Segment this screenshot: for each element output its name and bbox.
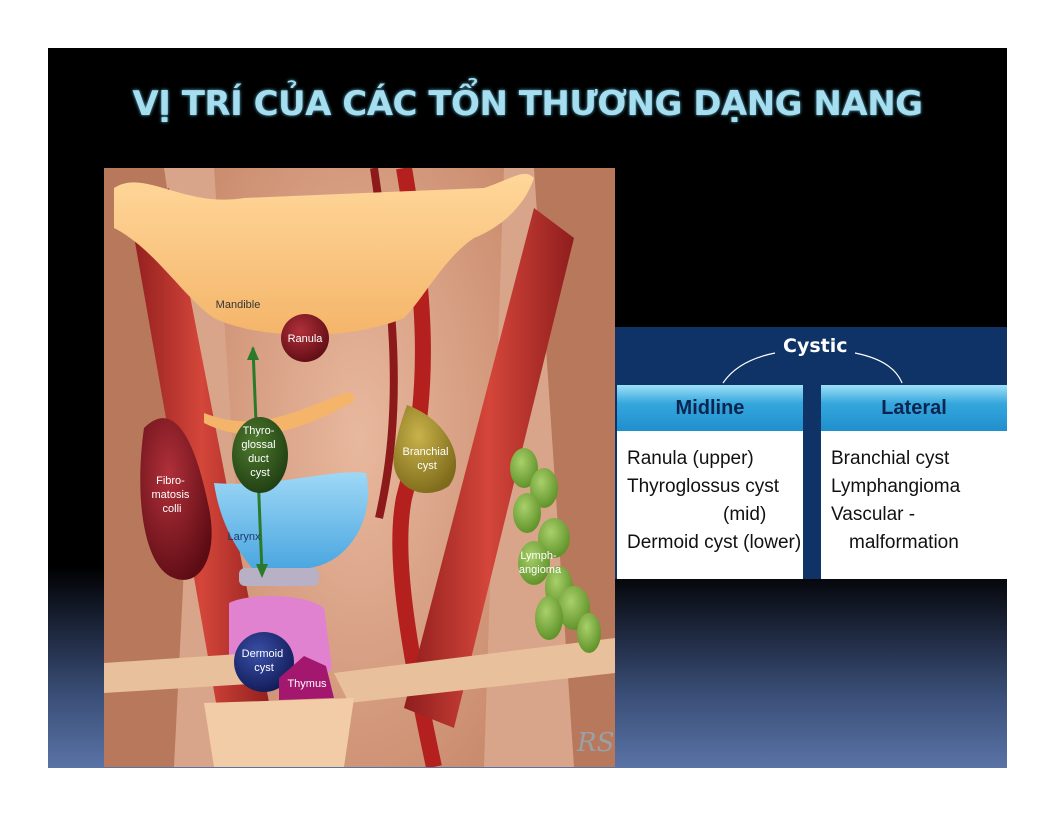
branchial-cyst [393, 405, 457, 494]
classification-panel: Cystic Midline Ranula (upper) Thyrogloss… [615, 327, 1007, 579]
sternum [204, 698, 354, 767]
midline-column: Midline Ranula (upper) Thyroglossus cyst… [617, 385, 803, 579]
tract-arrow-bottom [256, 564, 268, 578]
lateral-list: Branchial cyst Lymphangioma Vascular - m… [831, 445, 960, 557]
label-dermoid: Dermoid cyst [242, 648, 287, 674]
list-item: Vascular - [831, 504, 916, 525]
trachea-ring [239, 568, 319, 586]
connector-left [722, 352, 776, 384]
label-thyroglossal: Thyro- glossal duct cyst [241, 425, 278, 479]
list-item: (mid) [723, 504, 767, 525]
label-ranula: Ranula [288, 333, 324, 345]
tree-connectors [722, 352, 903, 384]
list-item: Ranula (upper) [627, 448, 754, 469]
label-larynx: Larynx [227, 531, 261, 543]
list-item: Lymphangioma [831, 476, 961, 497]
midline-header: Midline [617, 385, 803, 431]
list-item: Dermoid cyst (lower) [627, 532, 802, 553]
label-mandible: Mandible [216, 299, 261, 311]
larynx-cartilage [214, 472, 369, 570]
label-fibromatosis: Fibro- matosis colli [152, 475, 193, 515]
list-item: Branchial cyst [831, 448, 950, 469]
neck-anatomy-svg: Mandible Ranula Thyro- glossal duct cyst… [104, 168, 615, 767]
fibromatosis-colli [140, 418, 212, 580]
thymus [279, 656, 334, 700]
label-lymphangioma: Lymph- angioma [519, 550, 562, 576]
lateral-header: Lateral [821, 385, 1007, 431]
lateral-column: Lateral Branchial cyst Lymphangioma Vasc… [821, 385, 1007, 579]
lymphangioma-cluster [510, 448, 601, 653]
tract-arrow-top [247, 346, 259, 360]
label-thymus: Thymus [287, 678, 327, 690]
connector-right [854, 352, 903, 384]
midline-list: Ranula (upper) Thyroglossus cyst (mid) D… [627, 445, 801, 557]
right-clavicle [334, 638, 615, 703]
thyroglossal-duct-cyst [232, 417, 288, 493]
right-scm-muscle [404, 208, 574, 728]
ranula-cyst [281, 314, 329, 362]
hyoid-bone [204, 392, 355, 435]
dermoid-cyst [234, 632, 294, 692]
neck-cyst-illustration: Mandible Ranula Thyro- glossal duct cyst… [104, 168, 615, 767]
left-clavicle [104, 653, 264, 693]
label-branchial: Branchial cyst [403, 446, 452, 472]
list-item: Thyroglossus cyst [627, 476, 780, 497]
artist-signature: RS [576, 728, 614, 758]
cystic-root-label: Cystic [783, 335, 848, 357]
mandible-bone [114, 173, 534, 335]
slide-title: VỊ TRÍ CỦA CÁC TỔN THƯƠNG DẠNG NANG [132, 84, 923, 124]
list-item: malformation [849, 532, 959, 553]
